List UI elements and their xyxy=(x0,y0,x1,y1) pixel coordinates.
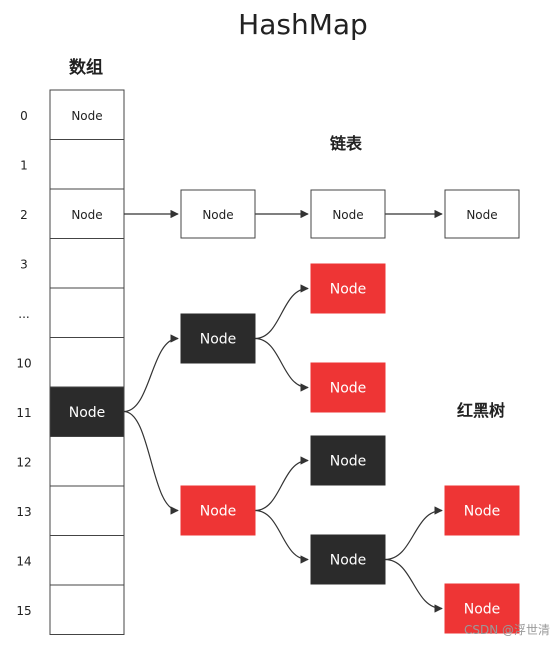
tree-node-n3 xyxy=(310,362,386,413)
array-slot-3 xyxy=(49,238,125,289)
array-slot-1 xyxy=(49,139,125,190)
connections xyxy=(123,209,443,613)
tree-node-n5-label: Node xyxy=(330,454,367,470)
array-slot-9 xyxy=(49,535,125,586)
tree-node-n4-label: Node xyxy=(200,504,237,520)
array-index-label: 12 xyxy=(16,455,31,469)
tree-edge xyxy=(254,284,309,340)
array-index-label: 13 xyxy=(16,505,31,519)
tree-node-n4 xyxy=(180,485,256,536)
array-index-label: 0 xyxy=(20,109,28,123)
list-node-1-label: Node xyxy=(332,208,363,222)
array-index-label: 2 xyxy=(20,208,28,222)
list-node-1 xyxy=(310,189,386,239)
array-index-label: 14 xyxy=(16,554,31,568)
tree-node-n6-label: Node xyxy=(330,553,367,569)
watermark: CSDN @浮世清 xyxy=(464,623,550,637)
tree-node-n8-label: Node xyxy=(464,602,501,618)
diagram-title: HashMap xyxy=(238,8,368,41)
array-slot-10 xyxy=(49,584,125,635)
list-node-2 xyxy=(444,189,520,239)
list-node-0-label: Node xyxy=(202,208,233,222)
tree-edge xyxy=(123,334,179,413)
tree-edge xyxy=(254,337,309,392)
tree-edge xyxy=(254,509,309,564)
tree-node-n6 xyxy=(310,534,386,585)
array-label: 数组 xyxy=(69,57,103,78)
tree-node-n3-label: Node xyxy=(330,381,367,397)
array-index-label: 1 xyxy=(20,158,28,172)
tree-edge xyxy=(123,410,179,515)
list-node-0 xyxy=(180,189,256,239)
array-node-label: Node xyxy=(71,109,102,123)
tree-edge xyxy=(254,456,309,512)
array-slot-6 xyxy=(49,386,125,437)
array-slot-4 xyxy=(49,287,125,338)
tree-node-n8 xyxy=(444,583,520,634)
array-index-label: 15 xyxy=(16,604,31,618)
tree-node-n1 xyxy=(180,313,256,364)
array-slot-7 xyxy=(49,436,125,487)
red-black-tree-label: 红黑树 xyxy=(457,401,505,420)
array-index-label: 3 xyxy=(20,257,28,271)
tree-edge xyxy=(384,506,443,561)
tree-node-n5 xyxy=(310,435,386,486)
array-index-label: ... xyxy=(18,307,29,321)
tree-node-n2-label: Node xyxy=(330,282,367,298)
array-node-label: Node xyxy=(69,405,106,421)
tree-edge xyxy=(384,558,443,613)
tree-node-n7 xyxy=(444,485,520,536)
tree-node-n1-label: Node xyxy=(200,332,237,348)
array-slot-0 xyxy=(49,89,125,140)
list-node-2-label: Node xyxy=(466,208,497,222)
array-index-label: 10 xyxy=(16,356,31,370)
linked-list-label: 链表 xyxy=(330,134,363,153)
array-slot-2 xyxy=(49,188,125,239)
array-node-label: Node xyxy=(71,208,102,222)
tree-node-n7-label: Node xyxy=(464,504,501,520)
array-slot-5 xyxy=(49,337,125,388)
array-slot-8 xyxy=(49,485,125,536)
array-index-label: 11 xyxy=(16,406,31,420)
tree-node-n2 xyxy=(310,263,386,314)
